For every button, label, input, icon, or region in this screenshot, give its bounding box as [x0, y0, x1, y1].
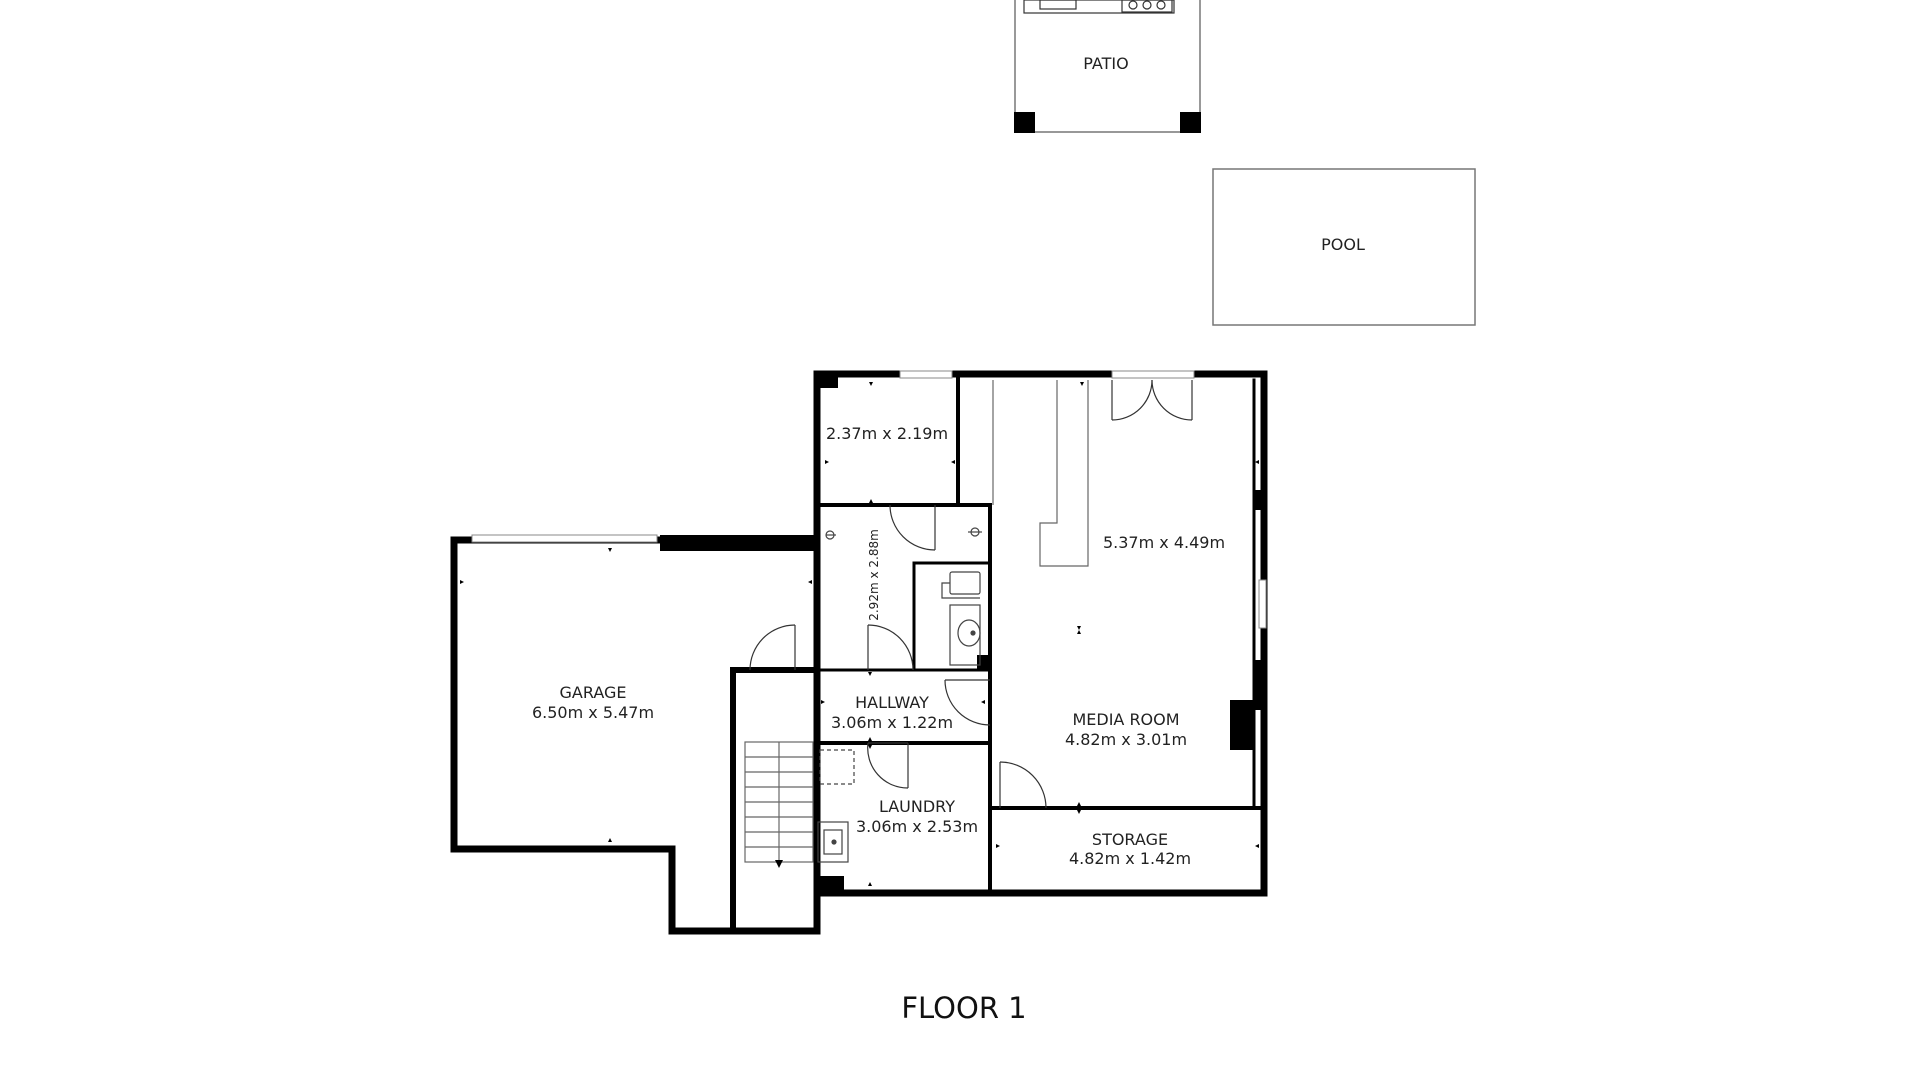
- grill-icon: [1023, 0, 1175, 14]
- stair-down-icon: [775, 860, 783, 868]
- floor-title: FLOOR 1: [901, 991, 1026, 1025]
- media-room-dims: 4.82m x 3.01m: [1065, 730, 1187, 749]
- interior-lines: [744, 380, 1089, 863]
- bathroom-dims: 2.92m x 2.88m: [867, 529, 881, 621]
- shower-head-icon: [825, 530, 836, 540]
- garage-dims: 6.50m x 5.47m: [532, 703, 654, 722]
- pool-label: POOL: [1321, 235, 1365, 254]
- storage-name: STORAGE: [1092, 830, 1168, 849]
- storage-dims: 4.82m x 1.42m: [1069, 849, 1191, 868]
- windows: [471, 370, 1267, 629]
- garage-name: GARAGE: [560, 683, 627, 702]
- upper-room-dims: 5.37m x 4.49m: [1103, 533, 1225, 552]
- sink-icon: [949, 604, 981, 666]
- laundry-name: LAUNDRY: [879, 797, 955, 816]
- pool: POOL: [1212, 168, 1476, 326]
- patio-label: PATIO: [1083, 54, 1128, 73]
- media-room-name: MEDIA ROOM: [1072, 710, 1179, 729]
- wall-accents: [660, 376, 1266, 891]
- patio: PATIO: [1014, 0, 1201, 133]
- tap-icon: [968, 527, 982, 537]
- bedroom-dims: 2.37m x 2.19m: [826, 424, 948, 443]
- laundry-sink-icon: [817, 821, 849, 863]
- dimension-ticks: [460, 382, 1259, 886]
- doors: [749, 379, 1193, 809]
- laundry-dims: 3.06m x 2.53m: [856, 817, 978, 836]
- hallway-name: HALLWAY: [855, 693, 929, 712]
- washer-icon: [819, 749, 855, 785]
- hallway-dims: 3.06m x 1.22m: [831, 713, 953, 732]
- toilet-icon: [941, 571, 981, 599]
